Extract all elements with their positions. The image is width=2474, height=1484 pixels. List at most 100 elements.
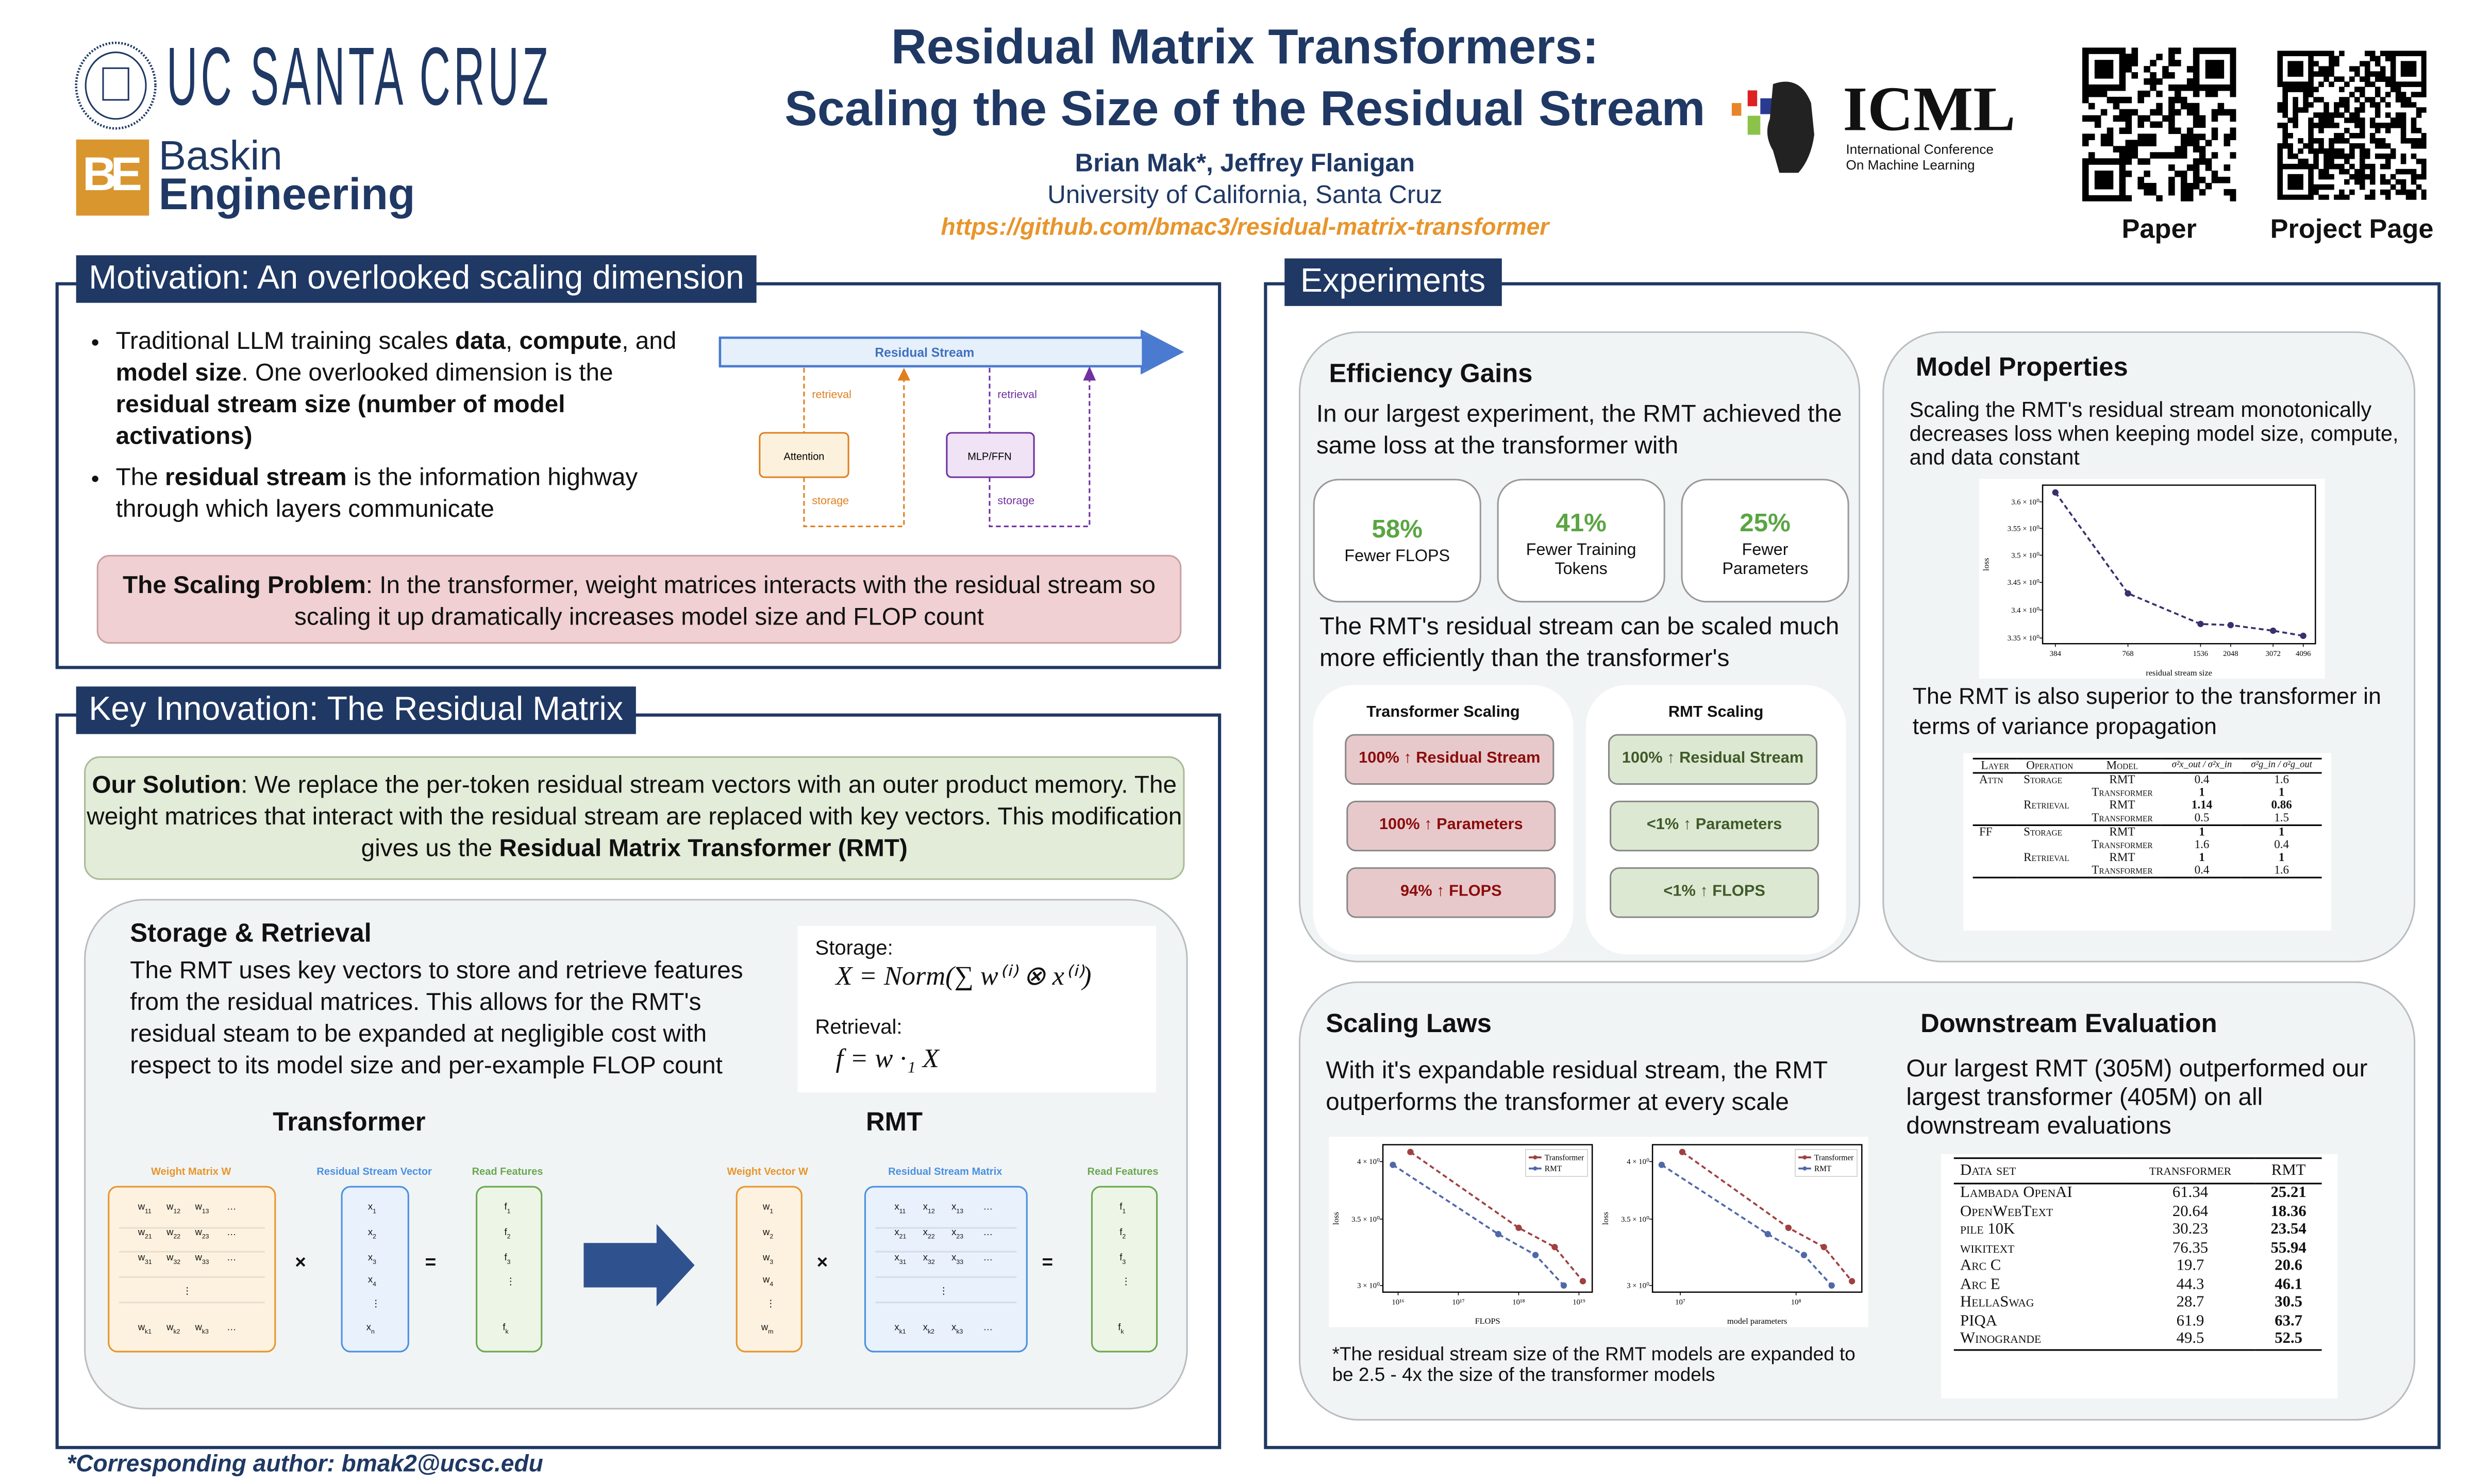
scaling-laws-text: With it's expandable residual stream, th… — [1326, 1057, 1828, 1117]
engineering-text: Engineering — [158, 170, 415, 219]
github-link[interactable]: https://github.com/bmac3/residual-matrix… — [941, 214, 1549, 241]
matrix-entry: f3 — [1119, 1254, 1126, 1266]
residual-stream-arrow — [718, 329, 1184, 375]
rmt-scaling-item: <1% ↑ FLOPS — [1610, 867, 1819, 918]
matrix-entry: w21 — [138, 1228, 152, 1240]
rmt-score: 20.6 — [2275, 1257, 2303, 1275]
matrix-entry: x1 — [367, 1203, 376, 1215]
read-features-label: Read Features — [1087, 1167, 1159, 1178]
matrix-entry: … — [983, 1228, 993, 1239]
series-line-transformer — [1681, 1151, 1853, 1282]
matrix-entry: ⋮ — [506, 1277, 515, 1288]
y-tick-label: 3 × 10⁰ — [1627, 1282, 1649, 1290]
equals-operator: = — [1042, 1251, 1054, 1273]
project-page-label: Project Page — [2270, 214, 2434, 244]
model-properties-box: Model Properties Scaling the RMT's resid… — [1882, 331, 2416, 963]
y-tick-label: 3.35 × 10⁰ — [2008, 634, 2040, 643]
value-cell: 1.5 — [2274, 810, 2289, 824]
x-tick-label: 10⁷ — [1675, 1298, 1685, 1307]
efficiency-gains-box: Efficiency Gains In our largest experime… — [1298, 331, 1861, 963]
matrix-entry: w11 — [138, 1203, 152, 1215]
x-tick-label: 10¹⁹ — [1573, 1298, 1585, 1307]
data-point-rmt — [1560, 1282, 1567, 1289]
matrix-entry: x22 — [923, 1228, 935, 1240]
dataset-cell: HellaSwag — [1960, 1293, 2034, 1311]
table-header: RMT — [2271, 1161, 2306, 1179]
table-header: σ²x_out / σ²x_in — [2171, 761, 2232, 771]
project-qr-code[interactable] — [2277, 50, 2427, 200]
data-point-transformer — [1407, 1149, 1414, 1155]
matrix-entry: wk2 — [166, 1324, 180, 1336]
times-operator: × — [816, 1251, 828, 1273]
rmt-diagram-label: RMT — [865, 1108, 923, 1137]
rmt-score: 46.1 — [2275, 1275, 2303, 1293]
transformer-score: 61.9 — [2176, 1312, 2204, 1329]
x-tick-label: 10¹⁶ — [1392, 1298, 1404, 1307]
matrix-entry: … — [983, 1254, 993, 1264]
matrix-entry: fk — [503, 1324, 509, 1336]
data-point-rmt — [1764, 1230, 1771, 1238]
dataset-cell: Winogrande — [1960, 1330, 2042, 1348]
rmt-score: 23.54 — [2270, 1221, 2306, 1239]
data-point-rmt — [2125, 590, 2131, 597]
matrix-entry: x13 — [951, 1203, 964, 1215]
equals-operator: = — [425, 1251, 437, 1273]
ucsc-logo: UC SANTA CRUZ — [71, 32, 548, 140]
uc-seal-icon — [75, 41, 157, 130]
table-row: Transformer 0.5 1.5 — [1973, 812, 2322, 825]
matrix-entry: w33 — [195, 1254, 209, 1266]
matrix-entry: … — [226, 1324, 237, 1334]
plot-frame — [1651, 1144, 1863, 1293]
data-point-rmt — [1658, 1161, 1665, 1168]
value-cell: 1 — [2199, 785, 2205, 799]
rmt-scaling-item: 100% ↑ Residual Stream — [1608, 734, 1818, 785]
residual-stream-label: Residual Stream — [875, 346, 974, 360]
value-cell: 1 — [2278, 824, 2285, 839]
matrix-entry: f2 — [504, 1228, 511, 1240]
x-tick-label: 4096 — [2296, 650, 2311, 658]
storage-formula-label: Storage: — [815, 935, 893, 959]
transformer-score: 76.35 — [2172, 1239, 2209, 1257]
rmt-scaling-title: RMT Scaling — [1668, 704, 1764, 721]
transformer-diagram-label: Transformer — [273, 1108, 426, 1137]
matrix-entry: fk — [1118, 1324, 1124, 1336]
y-tick-label: 3.5 × 10⁰ — [1621, 1216, 1649, 1224]
rmt-scaling-item: <1% ↑ Parameters — [1610, 800, 1819, 852]
matrix-entry: … — [983, 1324, 993, 1334]
data-point-rmt — [2270, 627, 2277, 634]
storage-retrieval-heading: Storage & Retrieval — [130, 919, 372, 948]
variance-text: The RMT is also superior to the transfor… — [1912, 685, 2381, 740]
value-cell: 0.5 — [2194, 810, 2210, 824]
matrix-entry: f1 — [1119, 1203, 1126, 1215]
matrix-entry: xn — [366, 1324, 375, 1336]
y-tick-label: 3.4 × 10⁰ — [2011, 606, 2040, 615]
layer-cell — [1973, 799, 2017, 812]
dataset-cell: wikitext — [1960, 1239, 2015, 1257]
operation-cell: Storage — [2024, 824, 2063, 839]
paper-qr-code[interactable] — [2082, 47, 2236, 201]
dataset-cell: Lambada OpenAI — [1960, 1184, 2072, 1202]
times-operator: × — [295, 1251, 306, 1273]
model-cell: Transformer — [2092, 810, 2153, 824]
y-tick-label: 3.45 × 10⁰ — [2008, 579, 2040, 587]
downstream-text: Our largest RMT (305M) outperformed our … — [1906, 1056, 2368, 1140]
matrix-entry: wk1 — [138, 1324, 152, 1336]
title-line-2: Scaling the Size of the Residual Stream — [784, 80, 1706, 137]
stat-card: 41%Fewer Training Tokens — [1497, 479, 1665, 603]
matrix-entry: … — [226, 1203, 237, 1213]
layer-cell: Attn — [1979, 772, 2003, 787]
x-tick-label: 10⁸ — [1791, 1298, 1801, 1307]
residual-matrix-label: Residual Stream Matrix — [888, 1167, 1002, 1178]
